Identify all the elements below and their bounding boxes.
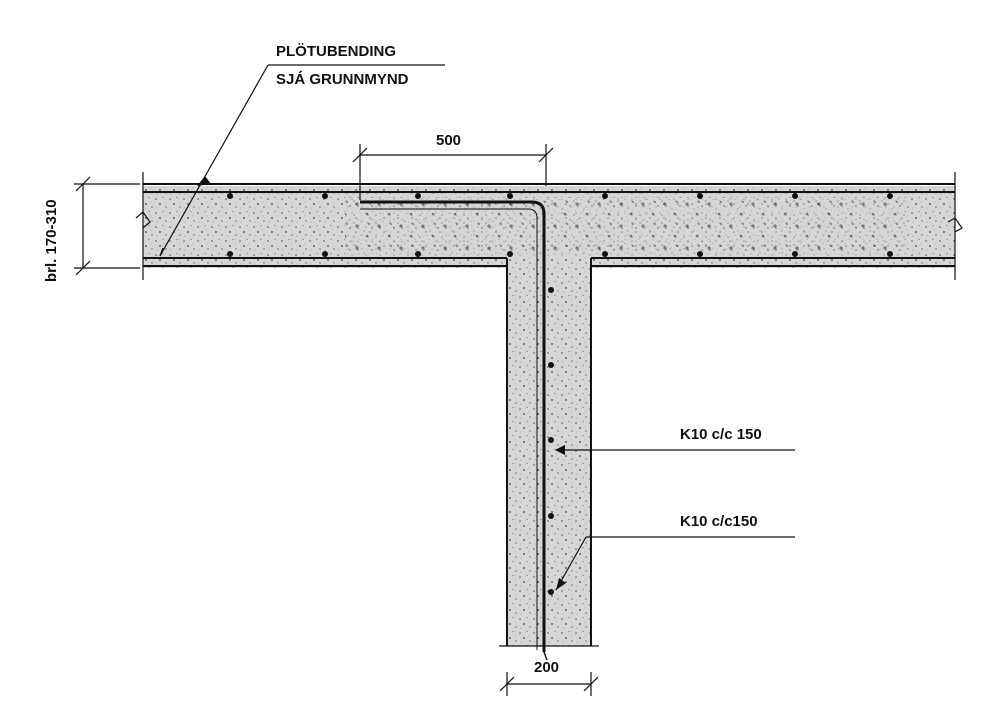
plate-reinforcement-leader [159,64,445,257]
dim-slab-thickness-label: brl. 170-310 [43,199,60,282]
callout-upper-arrow [555,445,565,455]
slab-top-rebar-dots [227,193,893,199]
callout-lower-arrow [556,578,566,590]
slab-break-marks [135,211,963,233]
wall-rebar-dots [548,287,554,595]
wall-outline [499,258,599,647]
wall-concrete [507,266,591,646]
dim-500-label: 500 [436,132,462,149]
plate-reinforcement-label-line1: PLÖTUBENDING [276,43,396,60]
bent-starter-bar [360,200,546,652]
plate-reinforcement-label-line2: SJÁ GRUNNMYND [276,71,409,88]
plate-leader-arrow [197,176,211,186]
dim-200 [499,672,599,696]
bent-bar-end-tick [543,651,548,661]
rebar-callout-upper-label: K10 c/c 150 [680,426,762,443]
dim-500 [352,144,554,200]
bent-starter-bar-inner [360,208,538,650]
dim-200-label: 200 [534,659,560,676]
rebar-callout-lower-label: K10 c/c150 [680,513,758,530]
slab-outline [142,172,956,280]
dim-slab-thickness [74,176,140,276]
slab-bottom-rebar-dots [227,251,893,257]
